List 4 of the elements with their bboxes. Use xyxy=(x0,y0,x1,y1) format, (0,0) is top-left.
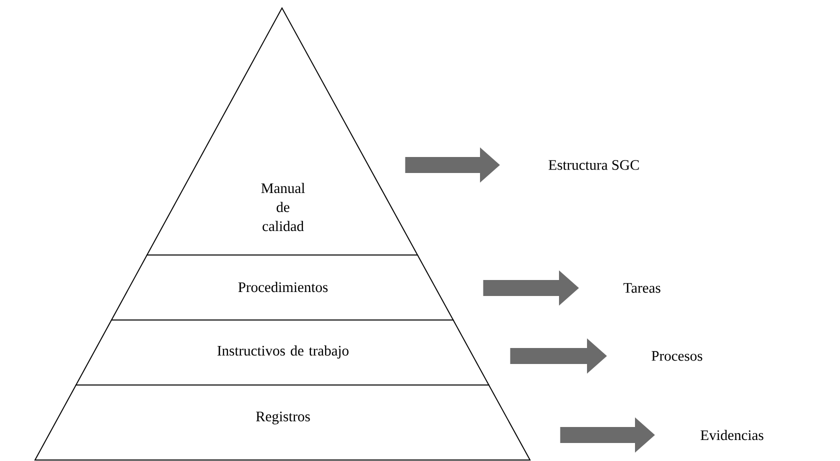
result-label: Estructura SGC xyxy=(548,160,639,170)
result-label: Procesos xyxy=(652,351,702,361)
result-label: Tareas xyxy=(623,283,660,293)
result-label: Evidencias xyxy=(700,430,764,440)
